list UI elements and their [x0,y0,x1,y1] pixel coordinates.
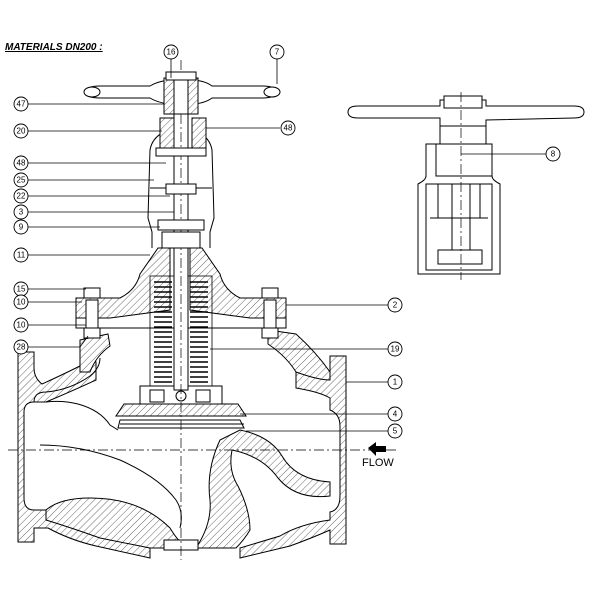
callout-label: 15 [17,285,26,294]
callout-label: 8 [551,150,556,159]
callout-label: 48 [284,124,293,133]
handwheel [83,71,281,115]
callout-bubble-10-lower: 10 [13,317,29,333]
callout-bubble-8: 8 [545,146,561,162]
leader-lines [28,59,546,432]
callout-bubble-16: 16 [163,44,179,60]
callout-label: 48 [17,159,26,168]
callout-bubble-25: 25 [13,172,29,188]
callout-label: 47 [17,100,26,109]
callout-bubble-48-left: 48 [13,155,29,171]
callout-label: 20 [17,127,26,136]
callout-label: 16 [167,48,176,57]
callout-bubble-10-upper: 10 [13,294,29,310]
callout-bubble-20: 20 [13,123,29,139]
callout-label: 4 [393,410,398,419]
bonnet-flange [75,247,287,339]
side-view [347,92,585,280]
callout-label: 10 [17,298,26,307]
callout-bubble-19: 19 [387,341,403,357]
callout-bubble-7: 7 [269,44,285,60]
callout-bubble-2: 2 [387,297,403,313]
callout-bubble-11: 11 [13,247,29,263]
callout-label: 25 [17,176,26,185]
callout-label: 10 [17,321,26,330]
callout-bubble-15: 15 [13,281,29,297]
callout-label: 1 [393,378,398,387]
callout-label: 5 [393,427,398,436]
callout-bubble-48-right: 48 [280,120,296,136]
callout-label: 19 [391,345,400,354]
callout-bubble-47: 47 [13,96,29,112]
diagram-title: MATERIALS DN200 : [5,42,103,53]
callout-bubble-28: 28 [13,339,29,355]
callout-label: 9 [19,223,24,232]
callout-bubble-5: 5 [387,423,403,439]
callout-label: 2 [393,301,398,310]
callout-bubble-3: 3 [13,204,29,220]
callout-bubble-22: 22 [13,188,29,204]
flow-arrow [368,442,386,456]
stem [173,60,189,560]
bellows [149,275,213,387]
callout-label: 11 [17,251,26,260]
callout-bubble-4: 4 [387,406,403,422]
valve-body [8,329,398,559]
callout-label: 7 [275,48,280,57]
callout-label: 3 [19,208,24,217]
yoke [147,117,215,249]
flow-label: FLOW [362,457,394,469]
callout-bubble-1: 1 [387,374,403,390]
callout-label: 28 [17,343,26,352]
callout-bubble-9: 9 [13,219,29,235]
callout-label: 22 [17,192,26,201]
